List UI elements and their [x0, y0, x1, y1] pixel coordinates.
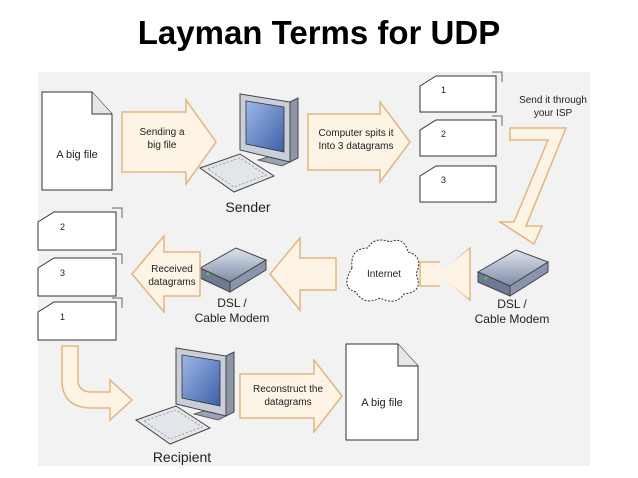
modem-left-line2: Cable Modem [195, 311, 270, 325]
modem-icon-left [198, 247, 268, 293]
arrow-received [131, 233, 201, 315]
datagram-top-3 [419, 165, 497, 203]
datagram-bottom-1-label: 1 [60, 312, 65, 322]
datagram-top-3-label: 3 [441, 175, 446, 185]
datagram-bottom-2-label: 2 [60, 222, 65, 232]
modem-icon-right [476, 249, 550, 297]
arrow-received-line2: datagrams [148, 277, 195, 288]
file-label-top: A big file [56, 149, 98, 161]
computer-icon-recipient [134, 347, 235, 445]
datagram-bottom-1 [37, 297, 123, 341]
file-label-bottom: A big file [361, 397, 403, 409]
arrow-reconstruct-line2: datagrams [264, 397, 311, 408]
arrow-split [307, 99, 411, 185]
datagram-top-1 [419, 71, 503, 113]
computer-icon-sender [198, 93, 299, 193]
datagram-bottom-3-label: 3 [60, 268, 65, 278]
modem-left-line1: DSL / [217, 296, 247, 310]
send-isp-line1: Send it through [519, 95, 587, 106]
file-icon-top [41, 91, 113, 191]
recipient-label: Recipient [153, 449, 211, 465]
datagram-bottom-3 [37, 253, 123, 297]
arrow-received-line1: Received [151, 264, 193, 275]
arrow-sending-line2: big file [148, 140, 177, 151]
page-title: Layman Terms for UDP [137, 14, 501, 51]
arrow-to-isp [497, 127, 568, 246]
arrow-reconstruct-line1: Reconstruct the [253, 384, 323, 395]
datagram-bottom-2 [37, 207, 123, 251]
send-isp-line2: your ISP [534, 108, 573, 119]
arrow-sending-line1: Sending a [139, 127, 184, 138]
internet-cloud-icon [346, 239, 420, 302]
arrow-split-line1: Computer spits it [318, 128, 393, 139]
modem-right-line1: DSL / [497, 297, 527, 311]
arrow-sending [121, 97, 217, 187]
modem-right-line2: Cable Modem [475, 312, 550, 326]
arrow-to-recipient [61, 345, 134, 422]
arrow-internet-modem [269, 235, 337, 313]
arrow-split-line2: Into 3 datagrams [318, 141, 393, 152]
datagram-top-2 [419, 115, 503, 157]
datagram-top-2-label: 2 [441, 129, 446, 139]
sender-label: Sender [225, 199, 270, 215]
file-icon-bottom [345, 343, 419, 441]
datagram-top-1-label: 1 [441, 85, 446, 95]
arrow-reconstruct [239, 357, 343, 435]
internet-label: Internet [367, 269, 401, 280]
